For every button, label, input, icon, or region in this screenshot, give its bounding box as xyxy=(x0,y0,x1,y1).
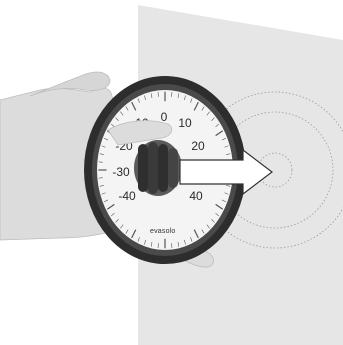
knob-icon xyxy=(134,140,182,196)
dial-scale-label: -40 xyxy=(118,189,136,203)
dial-scale-label: -30 xyxy=(112,165,130,179)
dial-scale-label: 20 xyxy=(191,139,205,153)
dial-scale-label: 10 xyxy=(178,116,192,130)
dial-scale-label: 40 xyxy=(189,189,203,203)
brand-logo: evasolo xyxy=(150,228,176,235)
